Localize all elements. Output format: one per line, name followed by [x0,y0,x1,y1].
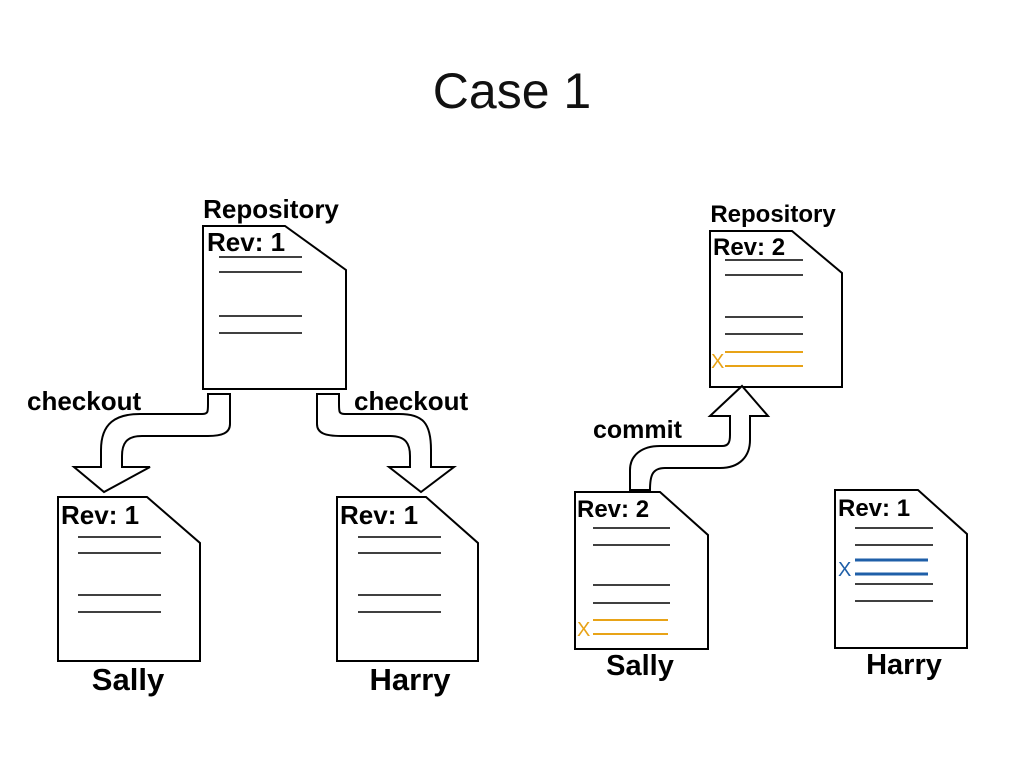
change-mark-icon: X [577,619,590,641]
commit-arrow-icon [629,384,771,491]
document-icon [574,491,709,650]
checkout-label-left: checkout [27,386,141,416]
checkout-arrow-left-icon [71,393,231,494]
right-sally-document: X Rev: 2 [574,491,709,650]
change-mark-icon: X [838,559,851,581]
slide-title: Case 1 [432,63,592,119]
right-sally-name: Sally [606,650,674,682]
left-harry-rev: Rev: 1 [340,500,418,530]
left-repository-document: Rev: 1 [202,225,347,390]
right-repository-document: X Rev: 2 [709,230,843,388]
left-sally-document: Rev: 1 [57,496,201,662]
right-scenario: Repository X Rev: 2 commit X Rev: 2 [574,201,968,682]
left-sally-rev: Rev: 1 [61,500,139,530]
document-icon [202,225,347,390]
document-icon [834,489,968,649]
left-repository-rev: Rev: 1 [207,227,285,257]
commit-label: commit [593,416,683,444]
left-harry-document: Rev: 1 [336,496,479,662]
document-icon [336,496,479,662]
checkout-arrow-right-icon [316,393,457,494]
document-icon [57,496,201,662]
left-scenario: Repository Rev: 1 checkout checkout Rev:… [27,194,479,697]
right-harry-document: X Rev: 1 [834,489,968,649]
right-harry-name: Harry [866,649,942,681]
checkout-label-right: checkout [354,386,468,416]
right-sally-rev: Rev: 2 [577,496,649,523]
document-icon [709,230,843,388]
left-repository-label: Repository [203,194,339,224]
right-repository-label: Repository [710,201,836,228]
left-sally-name: Sally [92,662,165,697]
change-mark-icon: X [711,351,724,373]
right-repository-rev: Rev: 2 [713,234,785,261]
right-harry-rev: Rev: 1 [838,495,910,522]
left-harry-name: Harry [370,662,452,697]
